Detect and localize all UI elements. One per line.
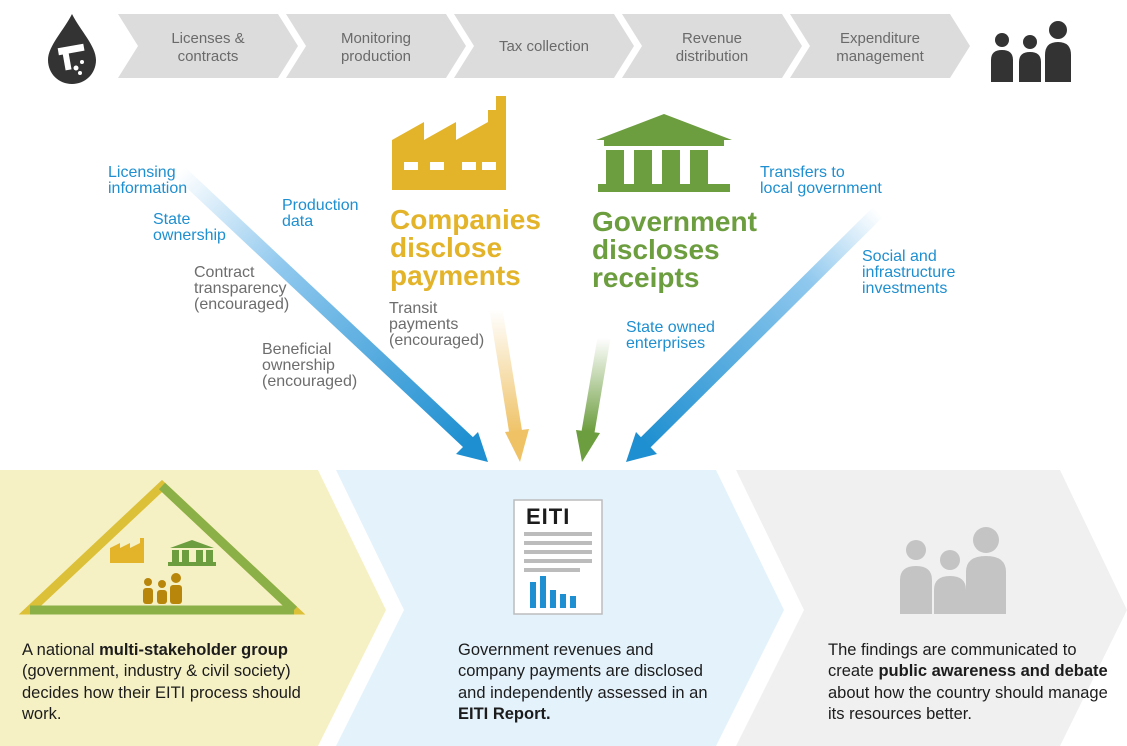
value-chain-chevrons — [118, 14, 970, 78]
arrow-government-down — [576, 336, 611, 462]
step-monitoring: Monitoring production — [340, 30, 412, 65]
multi-stakeholder-triangle-icon — [18, 479, 306, 615]
label-state-ownership: State ownership — [153, 211, 226, 244]
label-beneficial-ownership: Beneficial ownership (encouraged) — [262, 341, 358, 390]
chevron-expenditure — [790, 14, 970, 78]
arrow-companies-down — [489, 308, 529, 462]
arrow-far-left — [175, 166, 488, 462]
oil-drop-icon — [48, 14, 96, 84]
chevron-licenses — [118, 14, 298, 78]
step-expenditure: Expenditure management — [836, 30, 924, 65]
label-production-data: Production data — [282, 197, 359, 230]
government-building-icon — [596, 114, 732, 192]
label-state-owned-enterprises: State owned enterprises — [626, 319, 715, 352]
panel-right-text: The findings are communicated to create … — [828, 641, 1108, 724]
step-licenses: Licenses & contracts — [171, 30, 245, 65]
report-icon — [513, 499, 603, 615]
step-tax-collection: Tax collection — [498, 38, 590, 55]
eiti-logo-text: EITI — [526, 504, 571, 529]
label-contract-transparency: Contract transparency (encouraged) — [194, 264, 290, 313]
step-revenue-distribution: Revenue distribution — [675, 30, 749, 65]
companies-heading: Companies disclose payments — [390, 204, 541, 291]
panel-left-text: A national multi-stakeholder group (gove… — [22, 641, 301, 724]
label-social-infrastructure: Social and infrastructure investments — [862, 248, 956, 297]
government-heading: Government discloses receipts — [592, 206, 757, 293]
people-icon — [991, 21, 1071, 82]
public-people-icon — [900, 527, 1006, 614]
label-transfers-local-government: Transfers to local government — [760, 164, 882, 197]
panel-middle-text: Government revenues and company payments… — [458, 641, 708, 724]
label-transit-payments: Transit payments (encouraged) — [389, 300, 485, 349]
label-licensing-information: Licensing information — [108, 164, 188, 197]
chevron-revenue — [622, 14, 802, 78]
arrow-far-right — [626, 207, 883, 462]
factory-icon — [392, 96, 506, 190]
chevron-monitoring — [286, 14, 466, 78]
chevron-tax — [454, 14, 634, 78]
